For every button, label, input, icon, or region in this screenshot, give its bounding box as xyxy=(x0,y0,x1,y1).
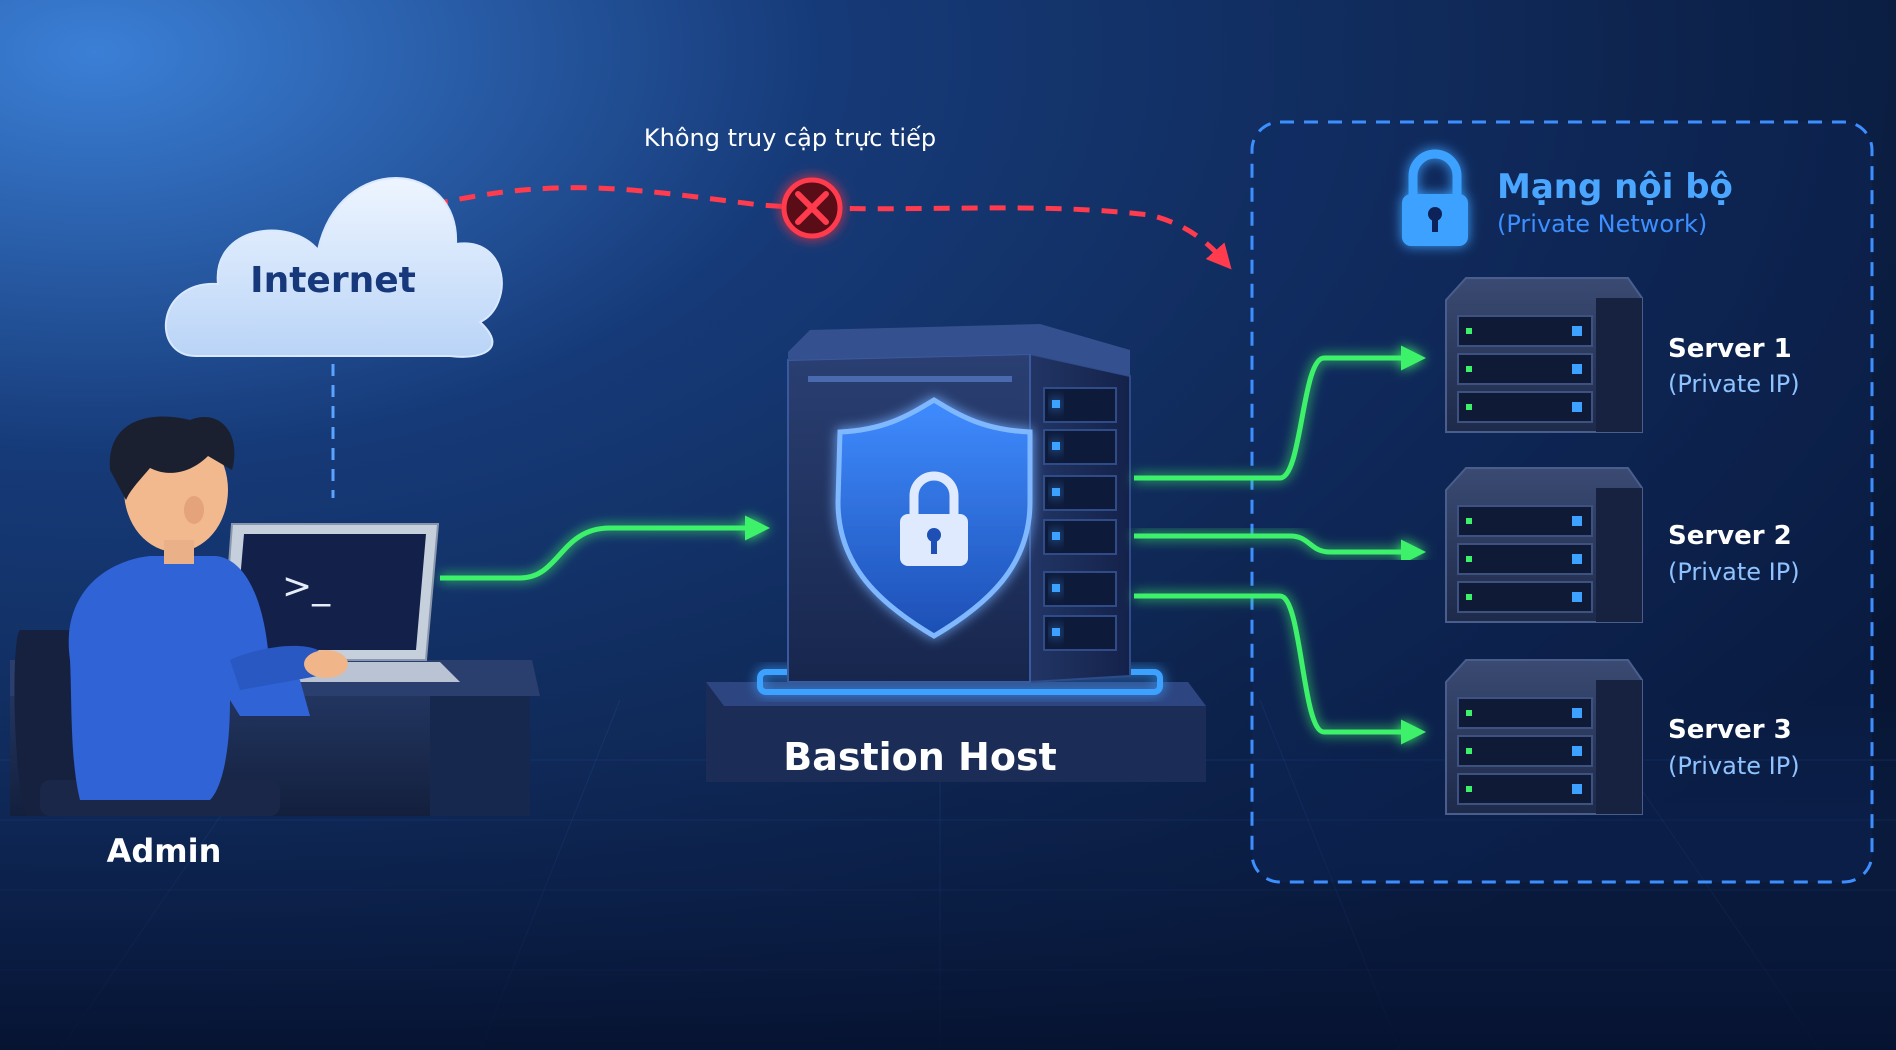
private-network-title: Mạng nội bộ xyxy=(1497,167,1733,207)
internet-cloud-icon: Internet xyxy=(164,177,503,358)
bastion-label: Bastion Host xyxy=(783,735,1057,779)
bastion-lock-icon xyxy=(900,471,968,566)
server-rack-2 xyxy=(1445,467,1643,623)
server-3-name: Server 3 xyxy=(1668,715,1792,745)
server-rack-3 xyxy=(1445,659,1643,815)
blocked-path xyxy=(431,185,1232,270)
blocked-x-icon xyxy=(781,177,843,239)
server-3-ip: (Private IP) xyxy=(1668,752,1800,780)
server-1-name: Server 1 xyxy=(1668,334,1792,364)
admin-label: Admin xyxy=(107,832,222,870)
lock-icon xyxy=(1402,149,1468,246)
blocked-label: Không truy cập trực tiếp xyxy=(644,124,936,152)
terminal-prompt-icon: >_ xyxy=(282,566,331,607)
bastion-to-server-1-path xyxy=(1134,345,1426,481)
bastion-to-server-3-path xyxy=(1134,593,1426,745)
admin-avatar xyxy=(14,416,348,816)
server-2-name: Server 2 xyxy=(1668,521,1792,551)
server-rack-1 xyxy=(1445,277,1643,433)
bastion-to-server-2-path xyxy=(1134,533,1426,565)
server-2-ip: (Private IP) xyxy=(1668,558,1800,586)
admin-to-bastion-path xyxy=(440,515,770,581)
server-1-ip: (Private IP) xyxy=(1668,370,1800,398)
bastion-host xyxy=(706,324,1206,782)
internet-label: Internet xyxy=(250,260,416,301)
laptop: >_ xyxy=(200,523,460,682)
private-network-subtitle: (Private Network) xyxy=(1497,210,1707,238)
